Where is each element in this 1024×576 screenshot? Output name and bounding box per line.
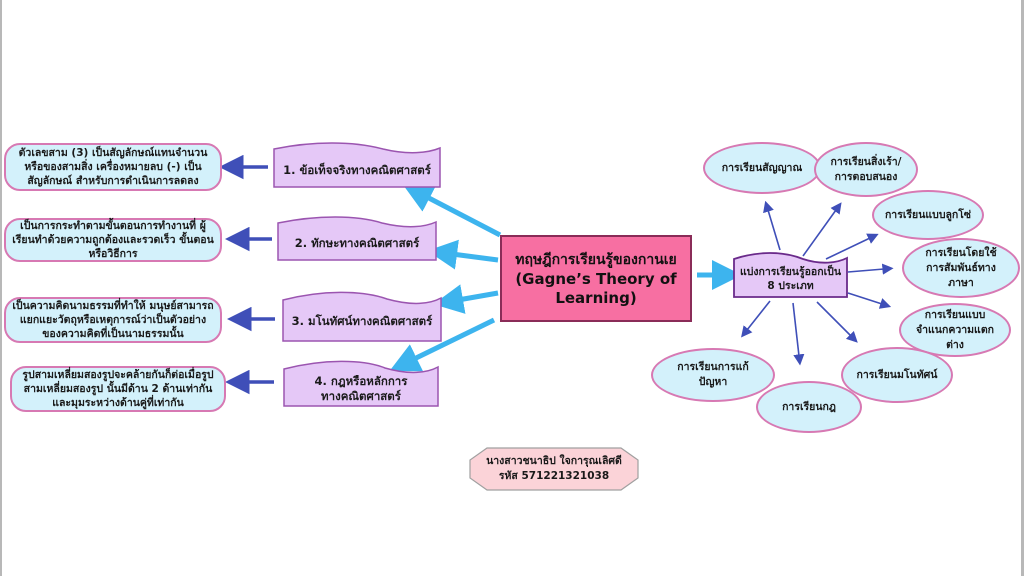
arrow-hub-to-type-5 bbox=[847, 292, 892, 309]
arrow-hub-to-type-3 bbox=[825, 233, 879, 260]
central-topic-thai: ทฤษฎีการเรียนรู้ของกานเย bbox=[515, 251, 677, 268]
central-topic-box: ทฤษฎีการเรียนรู้ของกานเย (Gagne’s Theory… bbox=[500, 235, 692, 322]
category-2-box: 2. ทักษะทางคณิตศาสตร์ bbox=[277, 216, 437, 261]
learning-type-oval: การเรียนแบบลูกโซ่ bbox=[872, 190, 984, 240]
category-2-label: 2. ทักษะทางคณิตศาสตร์ bbox=[294, 236, 420, 250]
learning-type-oval: การเรียนมโนทัศน์ bbox=[841, 347, 953, 403]
category-3-description: เป็นความคิดนามธรรมที่ทำให้ มนุษย์สามารถแ… bbox=[4, 297, 222, 343]
category-1-description: ตัวเลขสาม (3) เป็นสัญลักษณ์แทนจำนวนหรือข… bbox=[4, 143, 222, 191]
left-frame-edge bbox=[0, 0, 2, 576]
learning-type-oval: การเรียนแบบจำแนกความแตกต่าง bbox=[899, 303, 1011, 357]
author-student-id: รหัส 571221321038 bbox=[498, 470, 610, 482]
learning-type-oval: การเรียนโดยใช้การสัมพันธ์ทางภาษา bbox=[902, 238, 1020, 298]
arrow-hub-to-type-7 bbox=[792, 302, 805, 366]
category-4-box: 4. กฎหรือหลักการทางคณิตศาสตร์ bbox=[283, 360, 439, 407]
types-hub-line-2: 8 ประเภท bbox=[767, 279, 814, 292]
category-3-box: 3. มโนทัศน์ทางคณิตศาสตร์ bbox=[282, 291, 442, 342]
category-2-description: เป็นการกระทำตามขั้นตอนการทำงานที่ ผู้เรี… bbox=[4, 218, 222, 262]
types-hub-label: แบ่งการเรียนรู้ออกเป็น 8 ประเภท bbox=[733, 259, 848, 298]
category-4-label: 4. กฎหรือหลักการทางคณิตศาสตร์ bbox=[314, 373, 408, 403]
arrow-hub-to-type-2 bbox=[802, 202, 842, 257]
category-3-label: 3. มโนทัศน์ทางคณิตศาสตร์ bbox=[291, 314, 433, 328]
arrow-hub-to-type-4 bbox=[847, 263, 894, 275]
central-topic-english-2: Learning) bbox=[555, 288, 637, 307]
arrow-center-to-category-2 bbox=[427, 239, 499, 270]
arrow-center-to-category-4 bbox=[389, 317, 496, 372]
learning-type-oval: การเรียนการแก้ปัญหา bbox=[651, 348, 775, 402]
category-1-label: 1. ข้อเท็จจริงทางคณิตศาสตร์ bbox=[283, 162, 431, 177]
arrow-hub-to-type-1 bbox=[763, 200, 781, 251]
arrow-center-to-category-3 bbox=[433, 284, 499, 314]
types-hub-line-1: แบ่งการเรียนรู้ออกเป็น bbox=[739, 265, 842, 278]
arrow-hub-to-type-6 bbox=[816, 301, 858, 343]
types-hub-box: แบ่งการเรียนรู้ออกเป็น 8 ประเภท bbox=[733, 252, 848, 298]
arrow-hub-to-type-8 bbox=[741, 300, 771, 338]
central-topic-english-1: (Gagne’s Theory of bbox=[515, 269, 677, 288]
right-frame-edge bbox=[1021, 0, 1024, 576]
arrow-center-to-category-1 bbox=[402, 184, 502, 238]
learning-type-oval: การเรียนกฎ bbox=[756, 381, 862, 433]
category-4-description: รูปสามเหลี่ยมสองรูปจะคล้ายกันก็ต่อเมื่อร… bbox=[10, 366, 226, 412]
category-1-box: 1. ข้อเท็จจริงทางคณิตศาสตร์ bbox=[273, 142, 441, 188]
learning-type-oval: การเรียนสิ่งเร้า/การตอบสนอง bbox=[814, 142, 918, 197]
author-box: นางสาวชนาธิป ใจการุณเลิศดี รหัส 57122132… bbox=[469, 447, 639, 491]
author-name: นางสาวชนาธิป ใจการุณเลิศดี bbox=[486, 455, 622, 467]
learning-type-oval: การเรียนสัญญาณ bbox=[703, 142, 821, 194]
